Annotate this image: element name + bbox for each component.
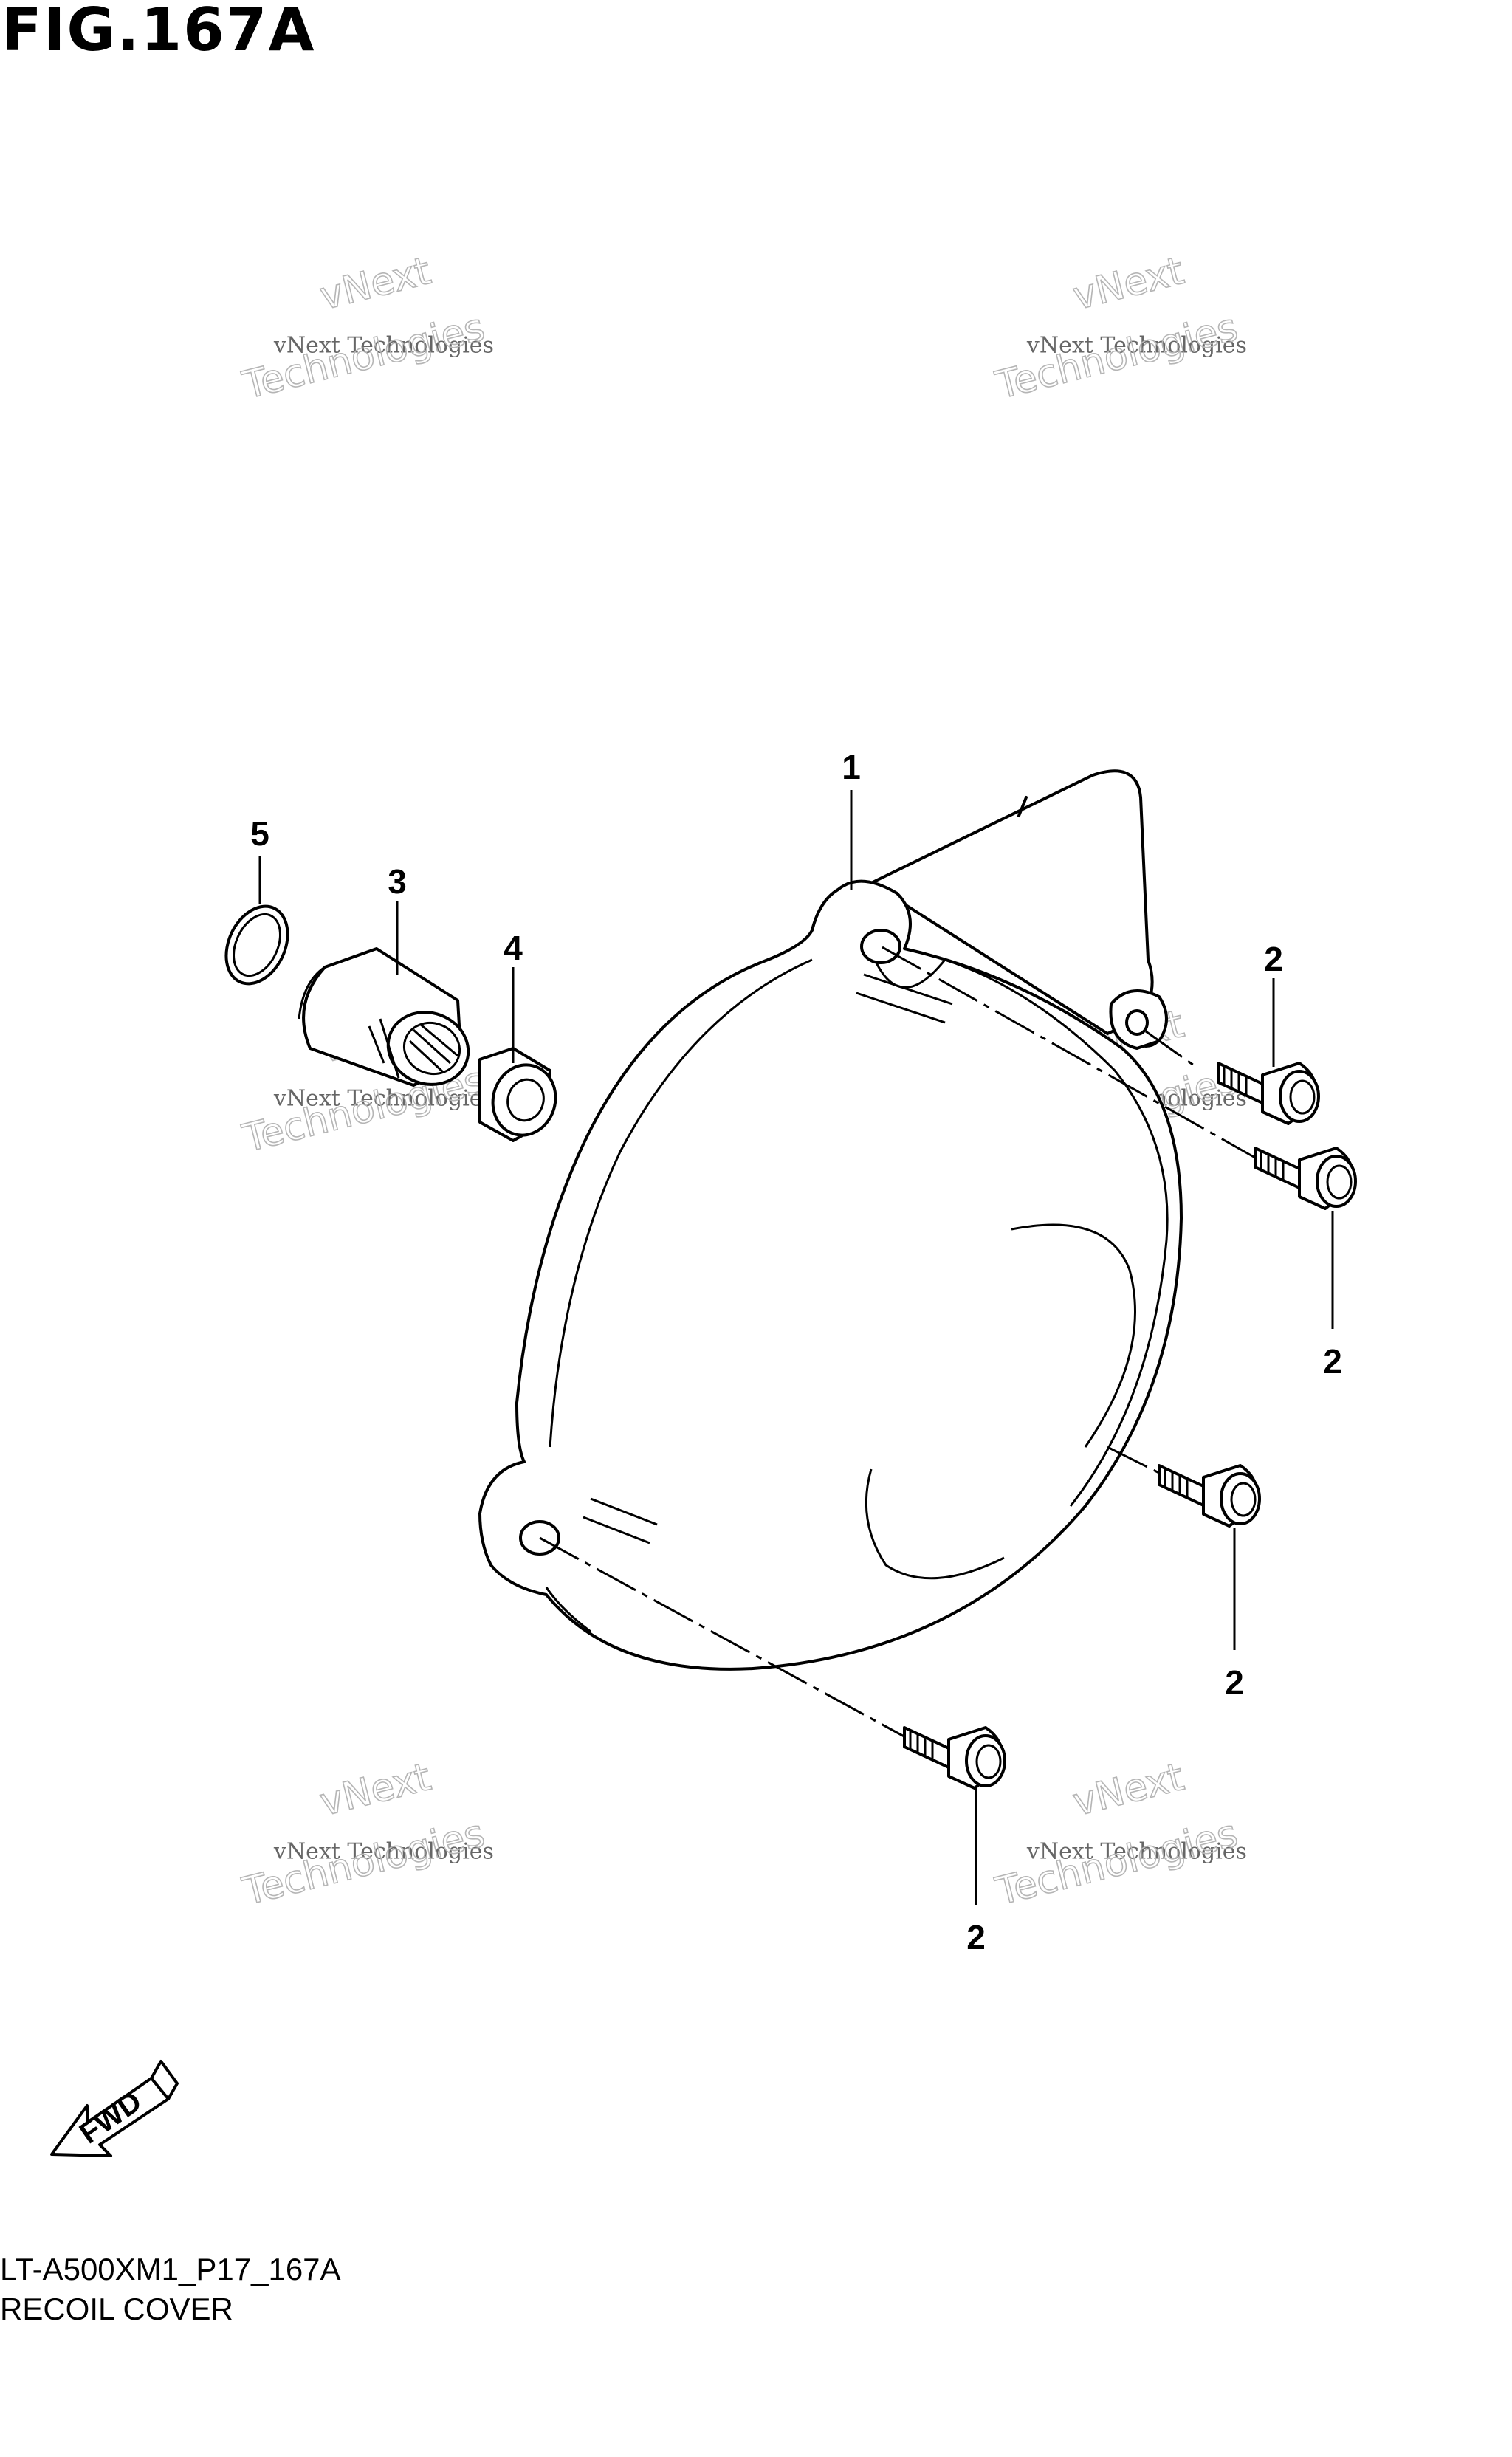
watermark-line2: vNext Technologies <box>273 1086 494 1112</box>
watermark: vNext vNext Technologies Technologies <box>991 248 1247 409</box>
watermark: vNext vNext Technologies Technologies <box>238 248 494 409</box>
nut <box>478 1047 557 1142</box>
bolt <box>903 1726 1006 1790</box>
bolt <box>1254 1147 1357 1210</box>
fwd-arrow-icon: FWD <box>50 2060 179 2157</box>
watermark-line1: vNext <box>316 1755 436 1825</box>
assembly-lines <box>539 946 1256 1740</box>
callout-part-5: 5 <box>250 814 269 853</box>
watermark-line1: vNext <box>1069 249 1189 319</box>
watermark-line1: vNext <box>1069 1755 1189 1825</box>
callouts: 1 2 2 2 2 3 4 5 <box>250 748 1342 1956</box>
sleeve <box>298 947 470 1087</box>
callout-part-3: 3 <box>388 862 407 901</box>
watermark-line1: vNext <box>316 249 436 319</box>
callout-part-1: 1 <box>842 748 861 786</box>
watermark-line3: Technologies <box>992 1812 1243 1914</box>
callout-part-2: 2 <box>1323 1342 1342 1381</box>
watermark-line2: vNext Technologies <box>273 1839 494 1865</box>
watermark-line3: Technologies <box>238 1812 489 1914</box>
callout-leaders <box>258 790 1334 1905</box>
o-ring <box>224 904 289 986</box>
callout-part-2: 2 <box>966 1918 986 1956</box>
watermark-line2: vNext Technologies <box>1026 1839 1247 1865</box>
figure-code: LT-A500XM1_P17_167A <box>0 2252 341 2286</box>
bolt <box>1158 1464 1261 1528</box>
recoil-cover <box>478 769 1183 1671</box>
watermark-line3: Technologies <box>238 306 489 408</box>
watermark: vNext vNext Technologies Technologies <box>991 1754 1247 1915</box>
callout-part-2: 2 <box>1225 1663 1244 1702</box>
callout-part-4: 4 <box>504 929 523 967</box>
watermark-line2: vNext Technologies <box>1026 333 1247 359</box>
bolt <box>1217 1062 1320 1125</box>
watermark: vNext vNext Technologies Technologies <box>238 1754 494 1915</box>
watermark-line2: vNext Technologies <box>273 333 494 359</box>
callout-part-2: 2 <box>1264 940 1283 978</box>
watermark-line3: Technologies <box>992 306 1243 408</box>
figure-name: RECOIL COVER <box>0 2292 233 2326</box>
figure-title: FIG.167A <box>1 0 315 64</box>
